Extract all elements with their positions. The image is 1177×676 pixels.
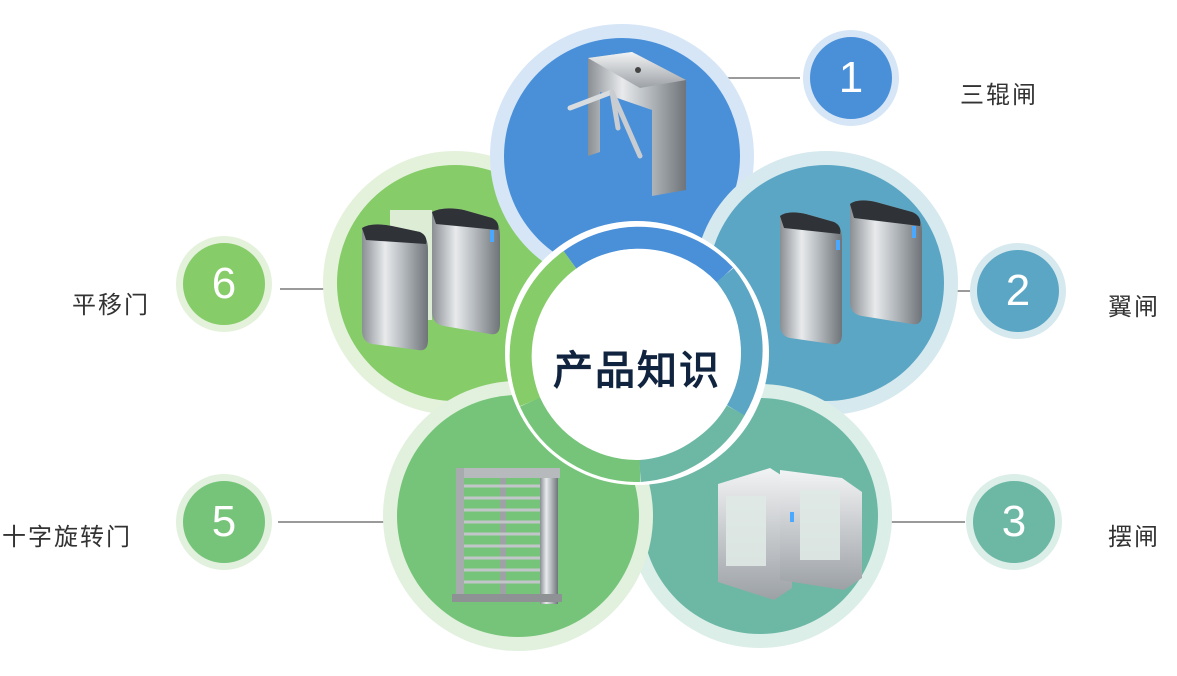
- sliding-gate-icon: [362, 208, 500, 351]
- center-title: 产品知识: [553, 348, 721, 394]
- label-6[interactable]: 平移门: [72, 291, 150, 319]
- center-ring: [505, 221, 769, 485]
- petal-1[interactable]: [490, 24, 754, 288]
- label-1[interactable]: 三辊闸: [960, 81, 1038, 109]
- badge-6[interactable]: 6: [176, 236, 272, 332]
- swing-barrier-icon: [718, 468, 862, 600]
- label-5[interactable]: 十字旋转门: [2, 523, 132, 551]
- badge-2[interactable]: 2: [970, 243, 1066, 339]
- badge-1[interactable]: 1: [803, 30, 899, 126]
- label-2[interactable]: 翼闸: [1108, 293, 1160, 321]
- flap-barrier-icon: [780, 200, 922, 345]
- label-3[interactable]: 摆闸: [1108, 523, 1160, 551]
- badge-3[interactable]: 3: [966, 474, 1062, 570]
- badge-5[interactable]: 5: [176, 474, 272, 570]
- tripod-turnstile-icon: [567, 52, 686, 196]
- full-height-turnstile-icon: [452, 468, 562, 604]
